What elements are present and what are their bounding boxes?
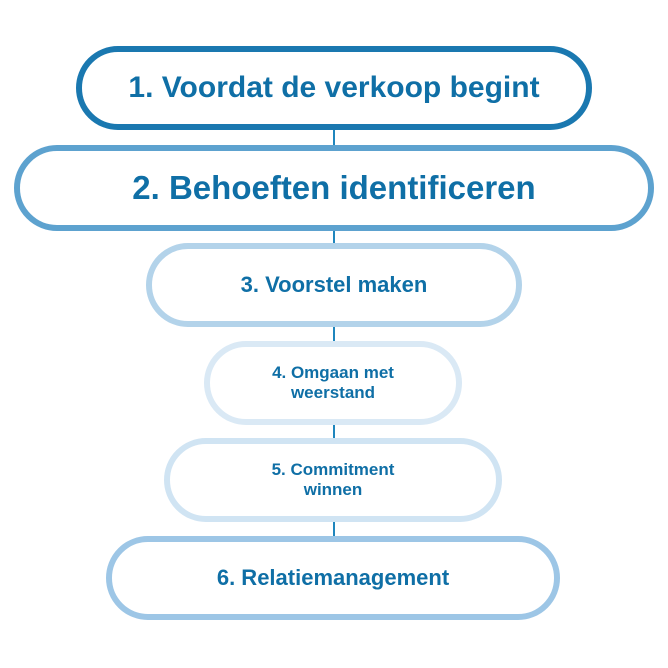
step-label: 4. Omgaan met weerstand	[272, 363, 394, 402]
step-voorstel-maken: 3. Voorstel maken	[146, 243, 522, 327]
step-behoeften-identificeren: 2. Behoeften identificeren	[14, 145, 654, 231]
step-omgaan-met-weerstand: 4. Omgaan met weerstand	[204, 341, 462, 425]
step-label: 2. Behoeften identificeren	[132, 169, 536, 207]
step-label: 1. Voordat de verkoop begint	[128, 70, 540, 104]
step-commitment-winnen: 5. Commitment winnen	[164, 438, 502, 522]
step-label: 3. Voorstel maken	[240, 272, 428, 298]
step-relatiemanagement: 6. Relatiemanagement	[106, 536, 560, 620]
step-voordat-de-verkoop-begint: 1. Voordat de verkoop begint	[76, 46, 592, 130]
step-label: 5. Commitment winnen	[271, 460, 395, 499]
step-label: 6. Relatiemanagement	[216, 565, 450, 591]
